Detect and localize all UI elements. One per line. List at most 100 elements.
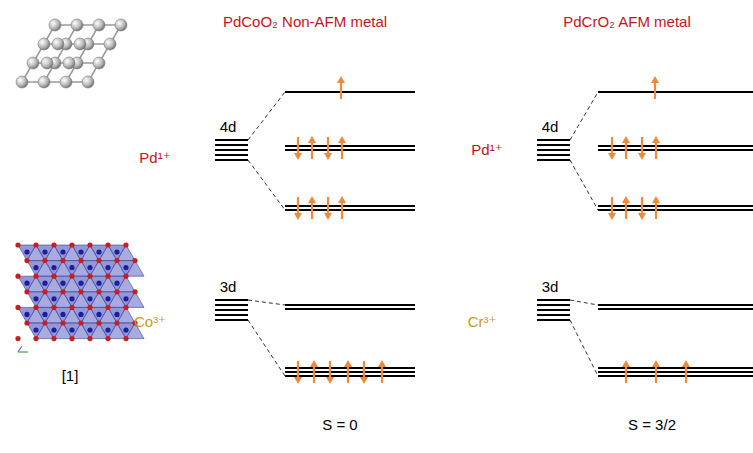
arrow-head <box>310 360 318 367</box>
lattice-bond <box>22 81 88 83</box>
arrow-shaft <box>327 137 329 155</box>
compound-heading: PdCrO₂ AFM metal <box>563 14 691 31</box>
arrow-head <box>638 213 646 220</box>
energy-level <box>285 205 415 207</box>
arrow-shaft <box>654 81 656 99</box>
arrow-head <box>622 136 630 143</box>
spin-value: S = 0 <box>322 417 357 434</box>
arrow-head <box>308 196 316 203</box>
energy-level <box>598 205 753 207</box>
cobalt-oxide-lattice-illustration <box>15 242 144 352</box>
oxygen-atom <box>78 289 83 294</box>
co-atom <box>105 265 110 270</box>
co-atom <box>123 327 128 332</box>
co-atom <box>51 327 56 332</box>
co-atom <box>105 296 110 301</box>
energy-level <box>598 91 753 93</box>
oxygen-atom <box>123 336 128 341</box>
co-atom <box>96 312 101 317</box>
co-atom <box>87 265 92 270</box>
co-atom <box>87 296 92 301</box>
oxygen-atom <box>60 258 65 263</box>
energy-level <box>598 145 753 147</box>
axis-mark <box>18 346 22 352</box>
spin-arrow <box>337 76 345 99</box>
arrow-shaft <box>329 361 331 379</box>
energy-level <box>285 308 415 310</box>
oxygen-atom <box>96 258 101 263</box>
oxygen-atom <box>24 289 29 294</box>
energy-level <box>285 209 415 211</box>
energy-level <box>537 319 570 321</box>
pd-atom <box>49 19 61 31</box>
energy-level <box>215 139 248 141</box>
arrow-head <box>344 360 352 367</box>
spin-arrow <box>652 360 660 383</box>
oxygen-atom <box>123 242 128 247</box>
oxygen-atom <box>87 274 92 279</box>
arrow-shaft <box>625 365 627 383</box>
oxygen-atom <box>87 336 92 341</box>
arrow-shaft <box>297 361 299 379</box>
spin-arrow <box>638 197 646 220</box>
ion-label: Pd¹⁺ <box>139 150 170 167</box>
oxygen-atom <box>69 242 74 247</box>
co-atom <box>24 312 29 317</box>
energy-level <box>537 159 570 161</box>
lattice-bond <box>88 25 121 82</box>
oxygen-atom <box>105 242 110 247</box>
oxygen-atom <box>24 258 29 263</box>
spin-arrow <box>378 360 386 383</box>
oxygen-atom <box>33 242 38 247</box>
arrow-shaft <box>641 197 643 215</box>
energy-level <box>215 314 248 316</box>
energy-level <box>598 375 753 377</box>
oxygen-atom <box>42 258 47 263</box>
co-atom <box>42 249 47 254</box>
oxygen-atom <box>123 305 128 310</box>
co-atom <box>87 327 92 332</box>
co-atom <box>69 327 74 332</box>
arrow-head <box>682 360 690 367</box>
oxygen-atom <box>78 320 83 325</box>
spin-arrow <box>652 196 660 219</box>
spin-arrow <box>608 137 616 160</box>
oxygen-atom <box>96 320 101 325</box>
arrow-head <box>608 213 616 220</box>
ion-label: Pd¹⁺ <box>471 142 502 159</box>
energy-level <box>598 209 753 211</box>
arrow-head <box>608 153 616 160</box>
oxygen-atom <box>51 305 56 310</box>
lattice-bond <box>22 25 55 82</box>
arrow-shaft <box>341 201 343 219</box>
arrow-shaft <box>625 141 627 159</box>
energy-level <box>285 375 415 377</box>
oxygen-atom <box>114 320 119 325</box>
oxygen-atom <box>105 305 110 310</box>
arrow-head <box>337 76 345 83</box>
arrow-shaft <box>611 137 613 155</box>
spin-value: S = 3/2 <box>628 417 676 434</box>
energy-level <box>285 145 415 147</box>
pd-atom <box>38 76 50 88</box>
oxygen-atom <box>132 258 137 263</box>
spin-arrow <box>652 136 660 159</box>
splitting-guide <box>570 160 598 210</box>
oxygen-atom <box>15 242 20 247</box>
spin-arrow <box>622 136 630 159</box>
arrow-head <box>338 196 346 203</box>
arrow-head <box>308 136 316 143</box>
oxygen-atom <box>105 336 110 341</box>
spin-arrow <box>294 197 302 220</box>
energy-level <box>537 144 570 146</box>
arrow-head <box>360 377 368 384</box>
arrow-shaft <box>297 137 299 155</box>
pd-atom <box>60 76 72 88</box>
arrow-shaft <box>655 141 657 159</box>
arrow-shaft <box>313 365 315 383</box>
reference-number: [1] <box>62 368 79 385</box>
pd-atom <box>52 38 64 50</box>
oxygen-atom <box>51 336 56 341</box>
energy-level <box>215 309 248 311</box>
lattice-bond <box>66 25 99 82</box>
